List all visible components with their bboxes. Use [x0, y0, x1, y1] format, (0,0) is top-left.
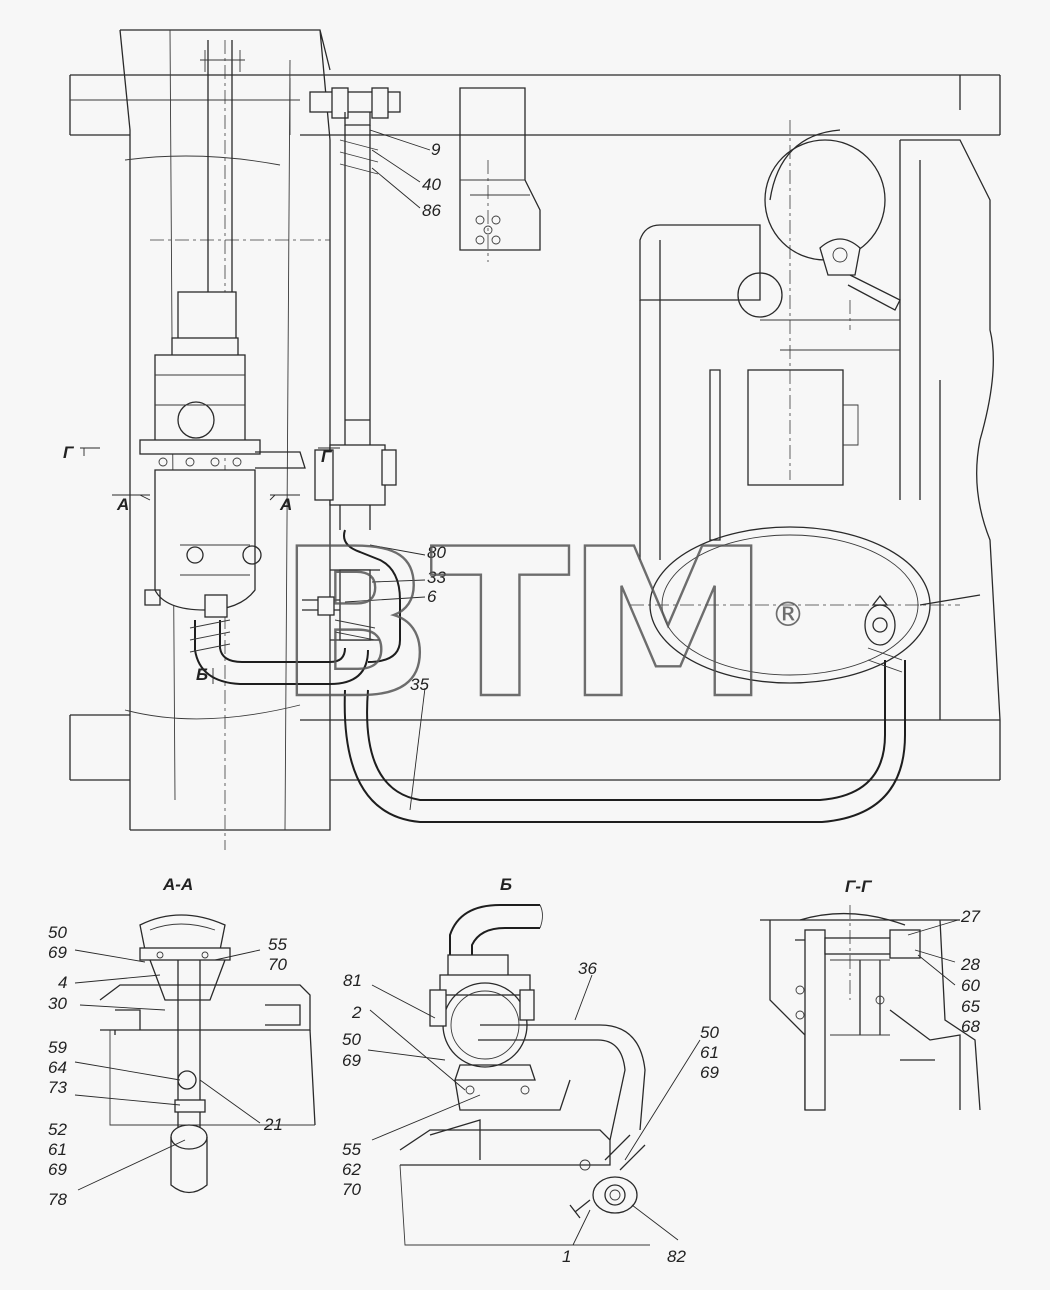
section-mark-g-top: Г	[63, 443, 75, 462]
section-mark-g-right: Г	[321, 447, 333, 466]
aa-label-69: 69	[48, 943, 67, 962]
gg-label-65: 65	[961, 997, 980, 1016]
watermark-registered: ®	[771, 595, 805, 635]
aa-label-61: 61	[48, 1140, 67, 1159]
view-gg: Г-Г 27 28 60 65 68	[760, 877, 981, 1111]
view-aa-title: А-А	[162, 875, 193, 894]
aa-label-55: 55	[268, 935, 287, 954]
b-label-81: 81	[343, 971, 362, 990]
b-label-70: 70	[342, 1180, 361, 1199]
aa-label-78: 78	[48, 1190, 67, 1209]
b-label-55: 55	[342, 1140, 361, 1159]
aa-label-52: 52	[48, 1120, 67, 1139]
section-mark-a-left: А	[116, 495, 129, 514]
aa-label-4: 4	[58, 973, 67, 992]
view-b-title: Б	[500, 875, 512, 894]
aa-label-21: 21	[263, 1115, 283, 1134]
b-label-50b: 50	[700, 1023, 719, 1042]
gg-label-60: 60	[961, 976, 980, 995]
gg-label-27: 27	[960, 907, 980, 926]
b-label-69: 69	[342, 1051, 361, 1070]
aa-label-64: 64	[48, 1058, 67, 1077]
callout-40: 40	[422, 175, 441, 194]
b-label-1: 1	[562, 1247, 571, 1266]
b-label-50: 50	[342, 1030, 361, 1049]
aa-label-30: 30	[48, 994, 67, 1013]
gg-label-28: 28	[960, 955, 980, 974]
b-label-2: 2	[351, 1003, 362, 1022]
b-label-69b: 69	[700, 1063, 719, 1082]
main-callouts: 9 40 86 80 33 6 35 Г Г А А Б	[63, 129, 446, 811]
btm-watermark: BTM ®	[277, 505, 805, 745]
callout-33: 33	[427, 568, 446, 587]
b-label-62: 62	[342, 1160, 361, 1179]
callout-9: 9	[431, 140, 441, 159]
view-gg-title: Г-Г	[845, 877, 873, 896]
aa-label-69b: 69	[48, 1160, 67, 1179]
b-label-36: 36	[578, 959, 597, 978]
gg-label-68: 68	[961, 1017, 980, 1036]
aa-label-59: 59	[48, 1038, 67, 1057]
aa-label-50: 50	[48, 923, 67, 942]
callout-35: 35	[410, 675, 429, 694]
callout-6: 6	[427, 587, 437, 606]
b-label-82: 82	[667, 1247, 686, 1266]
view-b: Б 81 50 69 2 55 62 70 36 50 61 69 1	[342, 875, 719, 1266]
callout-80: 80	[427, 543, 446, 562]
aa-label-70: 70	[268, 955, 287, 974]
main-view	[69, 29, 1001, 850]
section-mark-b-view: Б	[196, 665, 208, 684]
aa-label-73: 73	[48, 1078, 67, 1097]
callout-86: 86	[422, 201, 441, 220]
b-label-61: 61	[700, 1043, 719, 1062]
watermark-text: BTM	[278, 506, 766, 744]
section-mark-a-right: А	[279, 495, 292, 514]
view-aa: А-А 50 69 4 30 59 64 73 52 61 69 78 55 7…	[48, 875, 316, 1209]
